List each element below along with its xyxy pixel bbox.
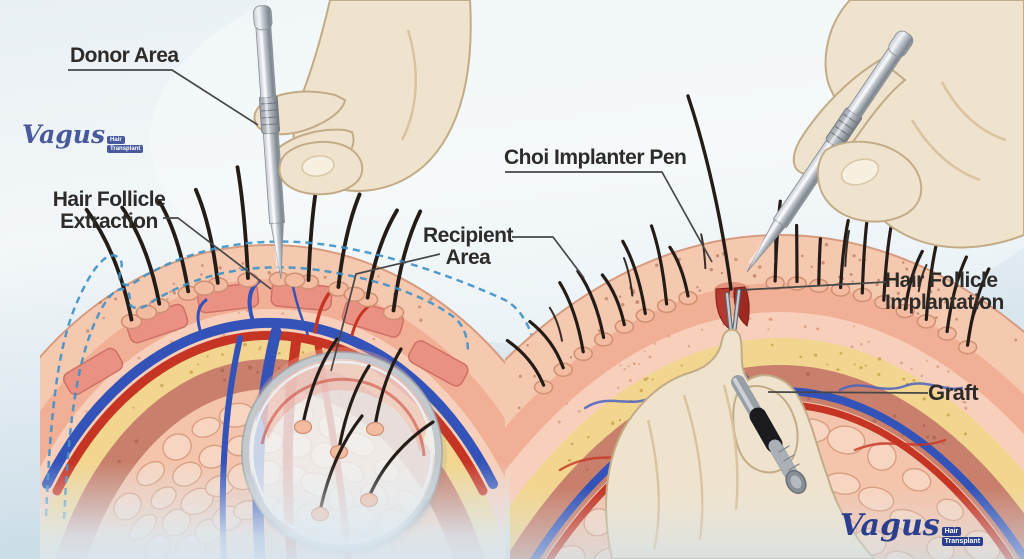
brand-badge-transplant: Transplant	[107, 145, 144, 153]
forceps-grip-band	[749, 407, 783, 453]
brand-badges: Hair Transplant	[107, 136, 144, 153]
thumbnail	[840, 158, 880, 186]
leader-choi-implanter-pen	[505, 171, 713, 263]
brand-wordmark: Vagus	[840, 508, 940, 543]
brand-badge-hair: Hair	[107, 136, 125, 144]
label-recipient-area: Recipient Area	[422, 224, 514, 270]
label-hair-follicle-implantation: Hair Follicle Implantation	[885, 269, 1004, 315]
leader-hair-follicle-extraction	[163, 217, 272, 290]
brand-badges: Hair Transplant	[941, 527, 984, 546]
brand-wordmark: Vagus	[22, 120, 106, 149]
hair-follicles-right	[505, 199, 991, 395]
brand-badge-transplant: Transplant	[941, 537, 984, 546]
brand-logo-left: Vagus Hair Transplant	[22, 120, 144, 153]
donor-area-dashed-outline	[44, 240, 538, 520]
leader-donor-area	[68, 69, 259, 126]
surgeon-thumb-right	[817, 140, 923, 223]
label-choi-implanter-pen: Choi Implanter Pen	[504, 146, 687, 169]
label-hair-follicle-extraction: Hair Follicle Extraction	[52, 188, 166, 234]
surgeon-thumb-left	[278, 140, 364, 196]
graft-hair	[686, 94, 733, 291]
leader-recipient-area-left	[330, 253, 441, 372]
brand-badge-hair: Hair	[941, 527, 962, 536]
leader-recipient-area-right	[512, 236, 585, 279]
right-bottom-fade	[505, 488, 1024, 559]
left-bottom-fade	[40, 462, 510, 559]
leader-hair-follicle-implantation	[740, 281, 887, 291]
leader-graft	[767, 391, 929, 394]
leader-lines	[68, 69, 929, 394]
brand-logo-right: Vagus Hair Transplant	[840, 508, 984, 546]
thumbnail	[301, 155, 335, 177]
hair-follicles-left	[84, 165, 423, 330]
forceps-handle	[731, 375, 807, 495]
extracted-follicle-vessel	[291, 286, 310, 336]
label-donor-area: Donor Area	[70, 44, 179, 67]
label-graft: Graft	[928, 380, 979, 405]
